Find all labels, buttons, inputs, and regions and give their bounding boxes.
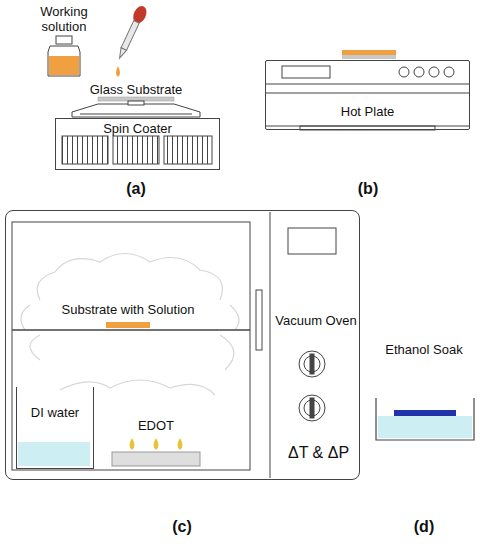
- dropper: [114, 4, 149, 61]
- spin-coater: Spin Coater: [55, 118, 220, 170]
- node-label: DI water: [17, 405, 93, 420]
- vent-grille: [164, 136, 212, 164]
- node-label: Hot Plate: [266, 104, 469, 119]
- part-label: Substrate with Solution: [62, 302, 195, 317]
- part-label: EDOT: [138, 418, 174, 433]
- oven-display: [288, 228, 336, 254]
- solution-drop: [116, 66, 120, 77]
- vapour-cloud: [21, 254, 239, 396]
- panel-label: (c): [172, 518, 192, 536]
- door-handle: [256, 290, 262, 350]
- spin-coater-top: [72, 101, 200, 117]
- panel-label: (d): [414, 518, 434, 536]
- soak-dish: [376, 398, 474, 440]
- node-label: Vacuum Oven: [271, 313, 361, 328]
- vent-grille: [62, 136, 108, 164]
- oven-shelf: [12, 329, 250, 331]
- oven-divider: [270, 212, 271, 478]
- vacuum-oven: Vacuum Oven ΔT & ΔP DI water: [5, 210, 360, 480]
- coated-substrate: [106, 322, 150, 328]
- di-water-level: [18, 442, 90, 466]
- pedot-film: [394, 410, 456, 416]
- part-label: Glass Substrate: [90, 82, 183, 97]
- ethanol-bath: [378, 416, 472, 438]
- water-beaker: DI water: [16, 387, 94, 469]
- part-label: Working solution: [24, 4, 104, 34]
- coated-substrate: [342, 50, 396, 55]
- oven-knob: [299, 351, 325, 421]
- edot-drop: [130, 438, 183, 450]
- hot-plate-panel: [265, 66, 470, 130]
- panel-label: (b): [358, 180, 378, 198]
- panel-label: (a): [126, 180, 146, 198]
- part-label: Ethanol Soak: [385, 342, 462, 357]
- node-label: ΔT & ΔP: [276, 444, 361, 462]
- edot-dish: [112, 452, 200, 466]
- hot-plate: Hot Plate: [265, 60, 470, 130]
- glass-substrate: [98, 97, 174, 101]
- node-label: Spin Coater: [56, 121, 219, 136]
- oven-chamber: [12, 222, 250, 470]
- solution-bottle: [48, 36, 80, 76]
- vent-grille: [113, 136, 159, 164]
- glass-substrate: [342, 55, 396, 59]
